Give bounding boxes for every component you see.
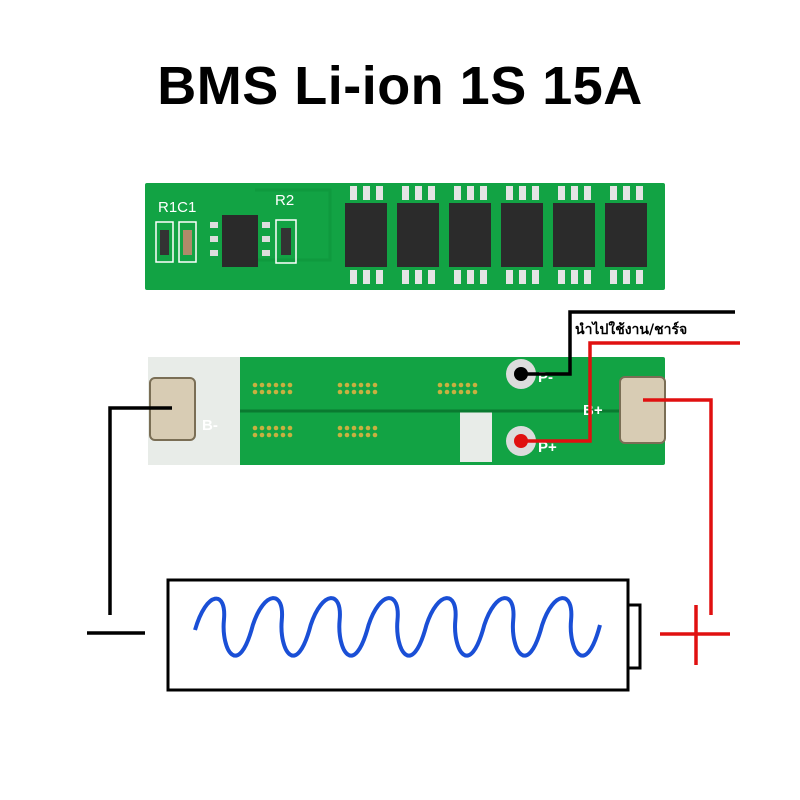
label-b-minus: B- <box>202 417 218 434</box>
via <box>280 382 286 388</box>
label-r1c1: R1C1 <box>158 199 196 216</box>
via <box>451 389 457 395</box>
via <box>344 432 350 438</box>
p-plus-wire <box>521 341 740 443</box>
via <box>358 389 364 395</box>
via <box>337 389 343 395</box>
via <box>273 425 279 431</box>
output-label: นำไปใช้งาน/ชาร์จ <box>575 320 687 338</box>
via <box>344 425 350 431</box>
battery-positive-wire <box>643 398 713 615</box>
via <box>365 425 371 431</box>
page-title: BMS Li-ion 1S 15A <box>157 56 643 116</box>
via <box>465 382 471 388</box>
mosfet-chip <box>605 186 647 284</box>
via <box>337 432 343 438</box>
label-p-minus: P- <box>538 369 553 386</box>
via <box>252 382 258 388</box>
via <box>266 382 272 388</box>
via <box>358 425 364 431</box>
via <box>351 389 357 395</box>
via <box>437 389 443 395</box>
mosfet-chip <box>345 186 387 284</box>
via <box>287 432 293 438</box>
via <box>266 389 272 395</box>
positive-symbol <box>660 605 730 665</box>
via <box>372 382 378 388</box>
p-minus-wire <box>521 310 735 376</box>
via <box>280 389 286 395</box>
via <box>273 389 279 395</box>
via <box>372 432 378 438</box>
via <box>472 389 478 395</box>
via <box>351 432 357 438</box>
mosfet-chip <box>501 186 543 284</box>
battery-negative-wire <box>108 406 172 615</box>
via <box>287 382 293 388</box>
label-r2: R2 <box>275 192 294 209</box>
battery <box>166 578 642 692</box>
mosfet-chip <box>553 186 595 284</box>
via <box>344 382 350 388</box>
via <box>444 382 450 388</box>
mosfet-chip <box>397 186 439 284</box>
via <box>287 389 293 395</box>
via <box>344 389 350 395</box>
via <box>372 389 378 395</box>
via <box>266 432 272 438</box>
via <box>280 432 286 438</box>
via <box>273 382 279 388</box>
via <box>252 389 258 395</box>
via <box>358 432 364 438</box>
via <box>444 389 450 395</box>
via <box>273 432 279 438</box>
via <box>372 425 378 431</box>
via <box>259 432 265 438</box>
via <box>337 382 343 388</box>
label-b-plus: B+ <box>583 402 603 419</box>
mosfet-chip <box>449 186 491 284</box>
via <box>472 382 478 388</box>
via <box>280 425 286 431</box>
via <box>337 425 343 431</box>
via <box>266 425 272 431</box>
via <box>252 425 258 431</box>
via <box>358 382 364 388</box>
label-p-plus: P+ <box>538 439 557 456</box>
via <box>351 382 357 388</box>
via <box>465 389 471 395</box>
via <box>451 382 457 388</box>
via <box>365 382 371 388</box>
via <box>365 389 371 395</box>
via <box>351 425 357 431</box>
b-plus-pad <box>619 376 666 444</box>
via <box>259 389 265 395</box>
via <box>458 382 464 388</box>
via <box>437 382 443 388</box>
via <box>458 389 464 395</box>
spring-icon <box>193 596 602 658</box>
via <box>252 432 258 438</box>
via <box>287 425 293 431</box>
bms-board-bottom-view: B- B+ P- P+ <box>148 357 666 465</box>
bms-board-top-view: R1C1 R2 <box>145 183 665 290</box>
via <box>259 382 265 388</box>
via <box>259 425 265 431</box>
via <box>365 432 371 438</box>
control-ic <box>222 215 258 267</box>
